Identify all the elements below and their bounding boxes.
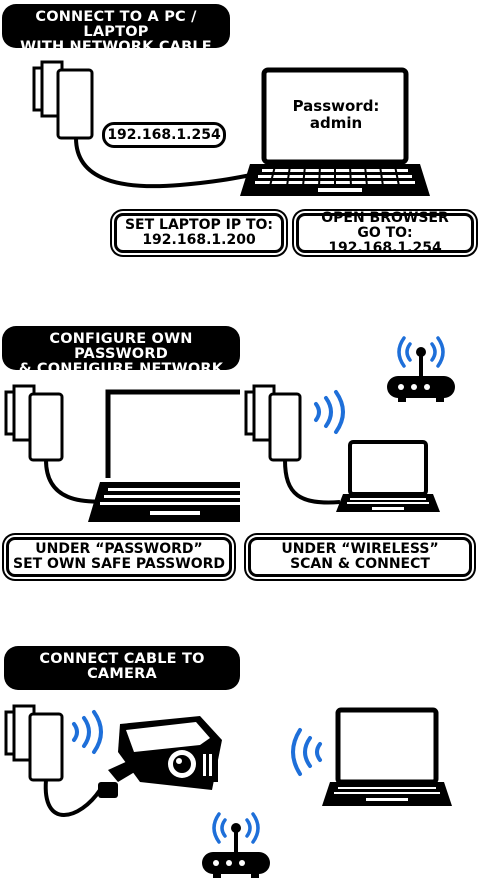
step3-title: CONNECT CABLE TO CAMERA [4, 646, 240, 690]
ip-label: 192.168.1.254 [102, 122, 226, 148]
step2-title: CONFIGURE OWN PASSWORD & CONFIGURE NETWO… [2, 326, 240, 377]
open-browser-box: OPEN BROWSER GO TO: 192.168.1.254 [296, 209, 474, 256]
security-camera-icon [98, 716, 222, 798]
adapter-icon [4, 384, 64, 462]
screen-password-value: admin [309, 114, 363, 132]
step1-title-line1: CONNECT TO A PC / LAPTOP [35, 9, 197, 40]
step1-title-line2: WITH NETWORK CABLE [20, 39, 212, 55]
open-browser-line1: OPEN BROWSER [321, 209, 449, 226]
router-icon [202, 812, 270, 878]
set-laptop-ip-line2: 192.168.1.200 [142, 232, 256, 248]
adapter-icon [244, 384, 302, 462]
set-laptop-ip-line1: SET LAPTOP IP TO: [124, 217, 274, 233]
adapter-icon [32, 60, 94, 140]
step2-title-line2: & CONFIGURE NETWORK [18, 361, 224, 377]
laptop-icon [322, 707, 452, 806]
laptop-icon [336, 440, 440, 512]
step1-title: CONNECT TO A PC / LAPTOP WITH NETWORK CA… [2, 4, 230, 55]
set-laptop-ip-box: SET LAPTOP IP TO: 192.168.1.200 [114, 213, 284, 253]
laptop-icon [240, 67, 430, 196]
router-icon [387, 336, 455, 402]
adapter-icon [4, 704, 64, 782]
wifi-signal-icon [291, 728, 322, 776]
laptop-icon [88, 389, 240, 522]
wifi-signal-icon [314, 390, 345, 434]
step2-title-line1: CONFIGURE OWN PASSWORD [49, 331, 193, 362]
wifi-signal-icon [72, 710, 103, 754]
screen-password-label: Password: [292, 97, 380, 115]
ip-label-text: 192.168.1.254 [107, 126, 221, 143]
step3-title-line2: CAMERA [87, 666, 157, 682]
own-password-line1: UNDER “PASSWORD” [35, 541, 203, 557]
own-password-line2: SET OWN SAFE PASSWORD [12, 556, 226, 572]
wireless-scan-box: UNDER “WIRELESS” SCAN & CONNECT [248, 537, 472, 577]
own-password-box: UNDER “PASSWORD” SET OWN SAFE PASSWORD [6, 537, 232, 577]
open-browser-line2: GO TO: 192.168.1.254 [328, 224, 442, 256]
wireless-scan-line2: SCAN & CONNECT [290, 556, 430, 572]
wireless-scan-line1: UNDER “WIRELESS” [281, 541, 439, 557]
laptop-screen-text: Password: admin [270, 98, 402, 132]
network-cable [283, 459, 341, 505]
step3-title-line1: CONNECT CABLE TO [39, 651, 205, 667]
network-cable [43, 779, 102, 817]
